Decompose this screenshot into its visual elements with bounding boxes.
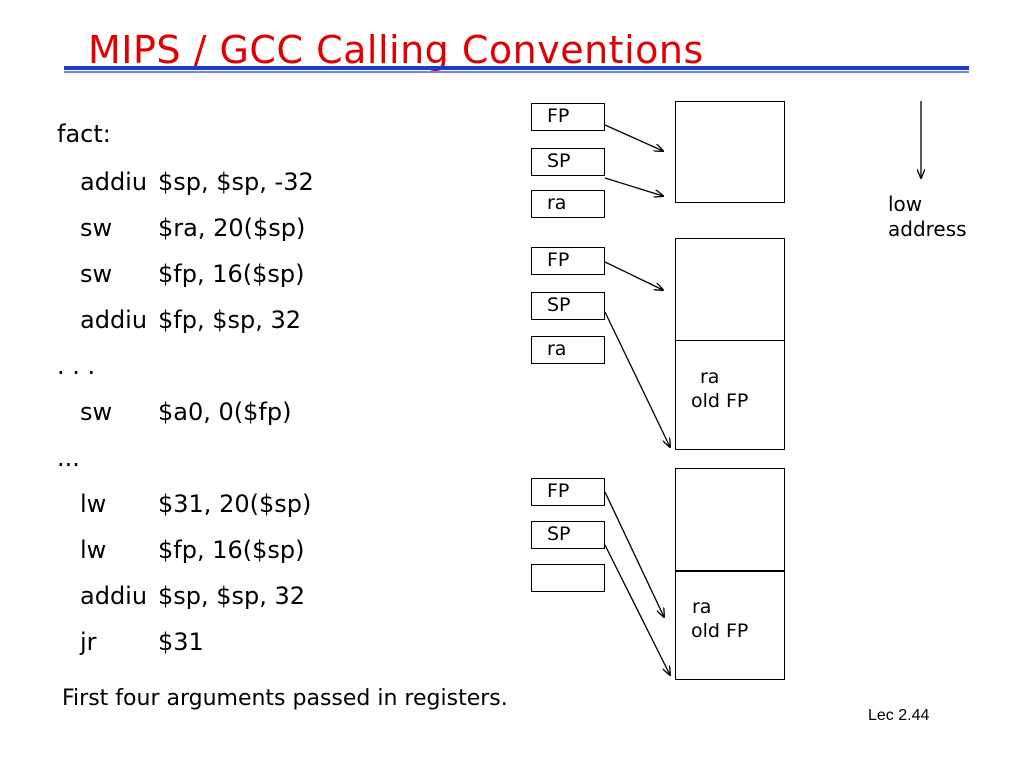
- code-op: addiu: [80, 168, 148, 196]
- code-args: $a0, 0($fp): [158, 398, 292, 426]
- sp-pointer-arrow: [604, 177, 663, 196]
- saved-ra-label: ra: [700, 366, 720, 388]
- code-ellipsis: . . .: [57, 352, 96, 380]
- low-address-line-2: address: [888, 217, 967, 241]
- code-args: $fp, 16($sp): [158, 260, 305, 288]
- sp-pointer-arrow: [604, 544, 670, 675]
- slide-title: MIPS / GCC Calling Conventions: [88, 28, 704, 72]
- fp-pointer-arrow: [604, 491, 664, 617]
- code-op: sw: [80, 398, 113, 426]
- register-sp-box: SP: [531, 148, 605, 176]
- register-fp-box: FP: [531, 247, 605, 275]
- low-address-line-1: low: [888, 192, 923, 216]
- code-args: $31, 20($sp): [158, 490, 312, 518]
- register-ra-box: ra: [531, 190, 605, 218]
- code-args: $sp, $sp, -32: [158, 168, 314, 196]
- saved-frame-box: [675, 570, 785, 680]
- code-args: $fp, 16($sp): [158, 536, 305, 564]
- code-op: lw: [80, 490, 107, 518]
- register-ra-box: ra: [531, 336, 605, 364]
- code-op: jr: [80, 628, 97, 656]
- code-op: sw: [80, 260, 113, 288]
- title-underline-shadow: [64, 71, 969, 73]
- code-op: addiu: [80, 306, 148, 334]
- code-op: sw: [80, 214, 113, 242]
- saved-ra-label: ra: [692, 596, 712, 618]
- code-label: fact:: [57, 120, 111, 148]
- saved-old-fp-label: old FP: [691, 390, 749, 412]
- footnote: First four arguments passed in registers…: [62, 686, 508, 711]
- code-ellipsis: ...: [57, 444, 80, 472]
- register-fp-box: FP: [531, 478, 605, 506]
- register-sp-box: SP: [531, 292, 605, 320]
- title-underline: [64, 66, 969, 70]
- fp-pointer-arrow: [604, 261, 663, 290]
- register-empty-box: [531, 564, 605, 592]
- register-fp-box: FP: [531, 103, 605, 131]
- code-op: lw: [80, 536, 107, 564]
- code-args: $fp, $sp, 32: [158, 306, 302, 334]
- saved-frame-box: [675, 340, 785, 450]
- code-args: $ra, 20($sp): [158, 214, 306, 242]
- code-args: $31: [158, 628, 204, 656]
- saved-old-fp-label: old FP: [691, 620, 749, 642]
- stack-frame-box: [675, 238, 785, 342]
- stack-frame-box: [675, 468, 785, 572]
- code-op: addiu: [80, 582, 148, 610]
- stack-frame-box: [675, 101, 785, 203]
- low-address-label: low address: [888, 192, 967, 242]
- sp-pointer-arrow: [604, 311, 670, 447]
- code-args: $sp, $sp, 32: [158, 582, 306, 610]
- lecture-reference: Lec 2.44: [868, 707, 930, 724]
- register-sp-box: SP: [531, 521, 605, 549]
- fp-pointer-arrow: [604, 124, 663, 151]
